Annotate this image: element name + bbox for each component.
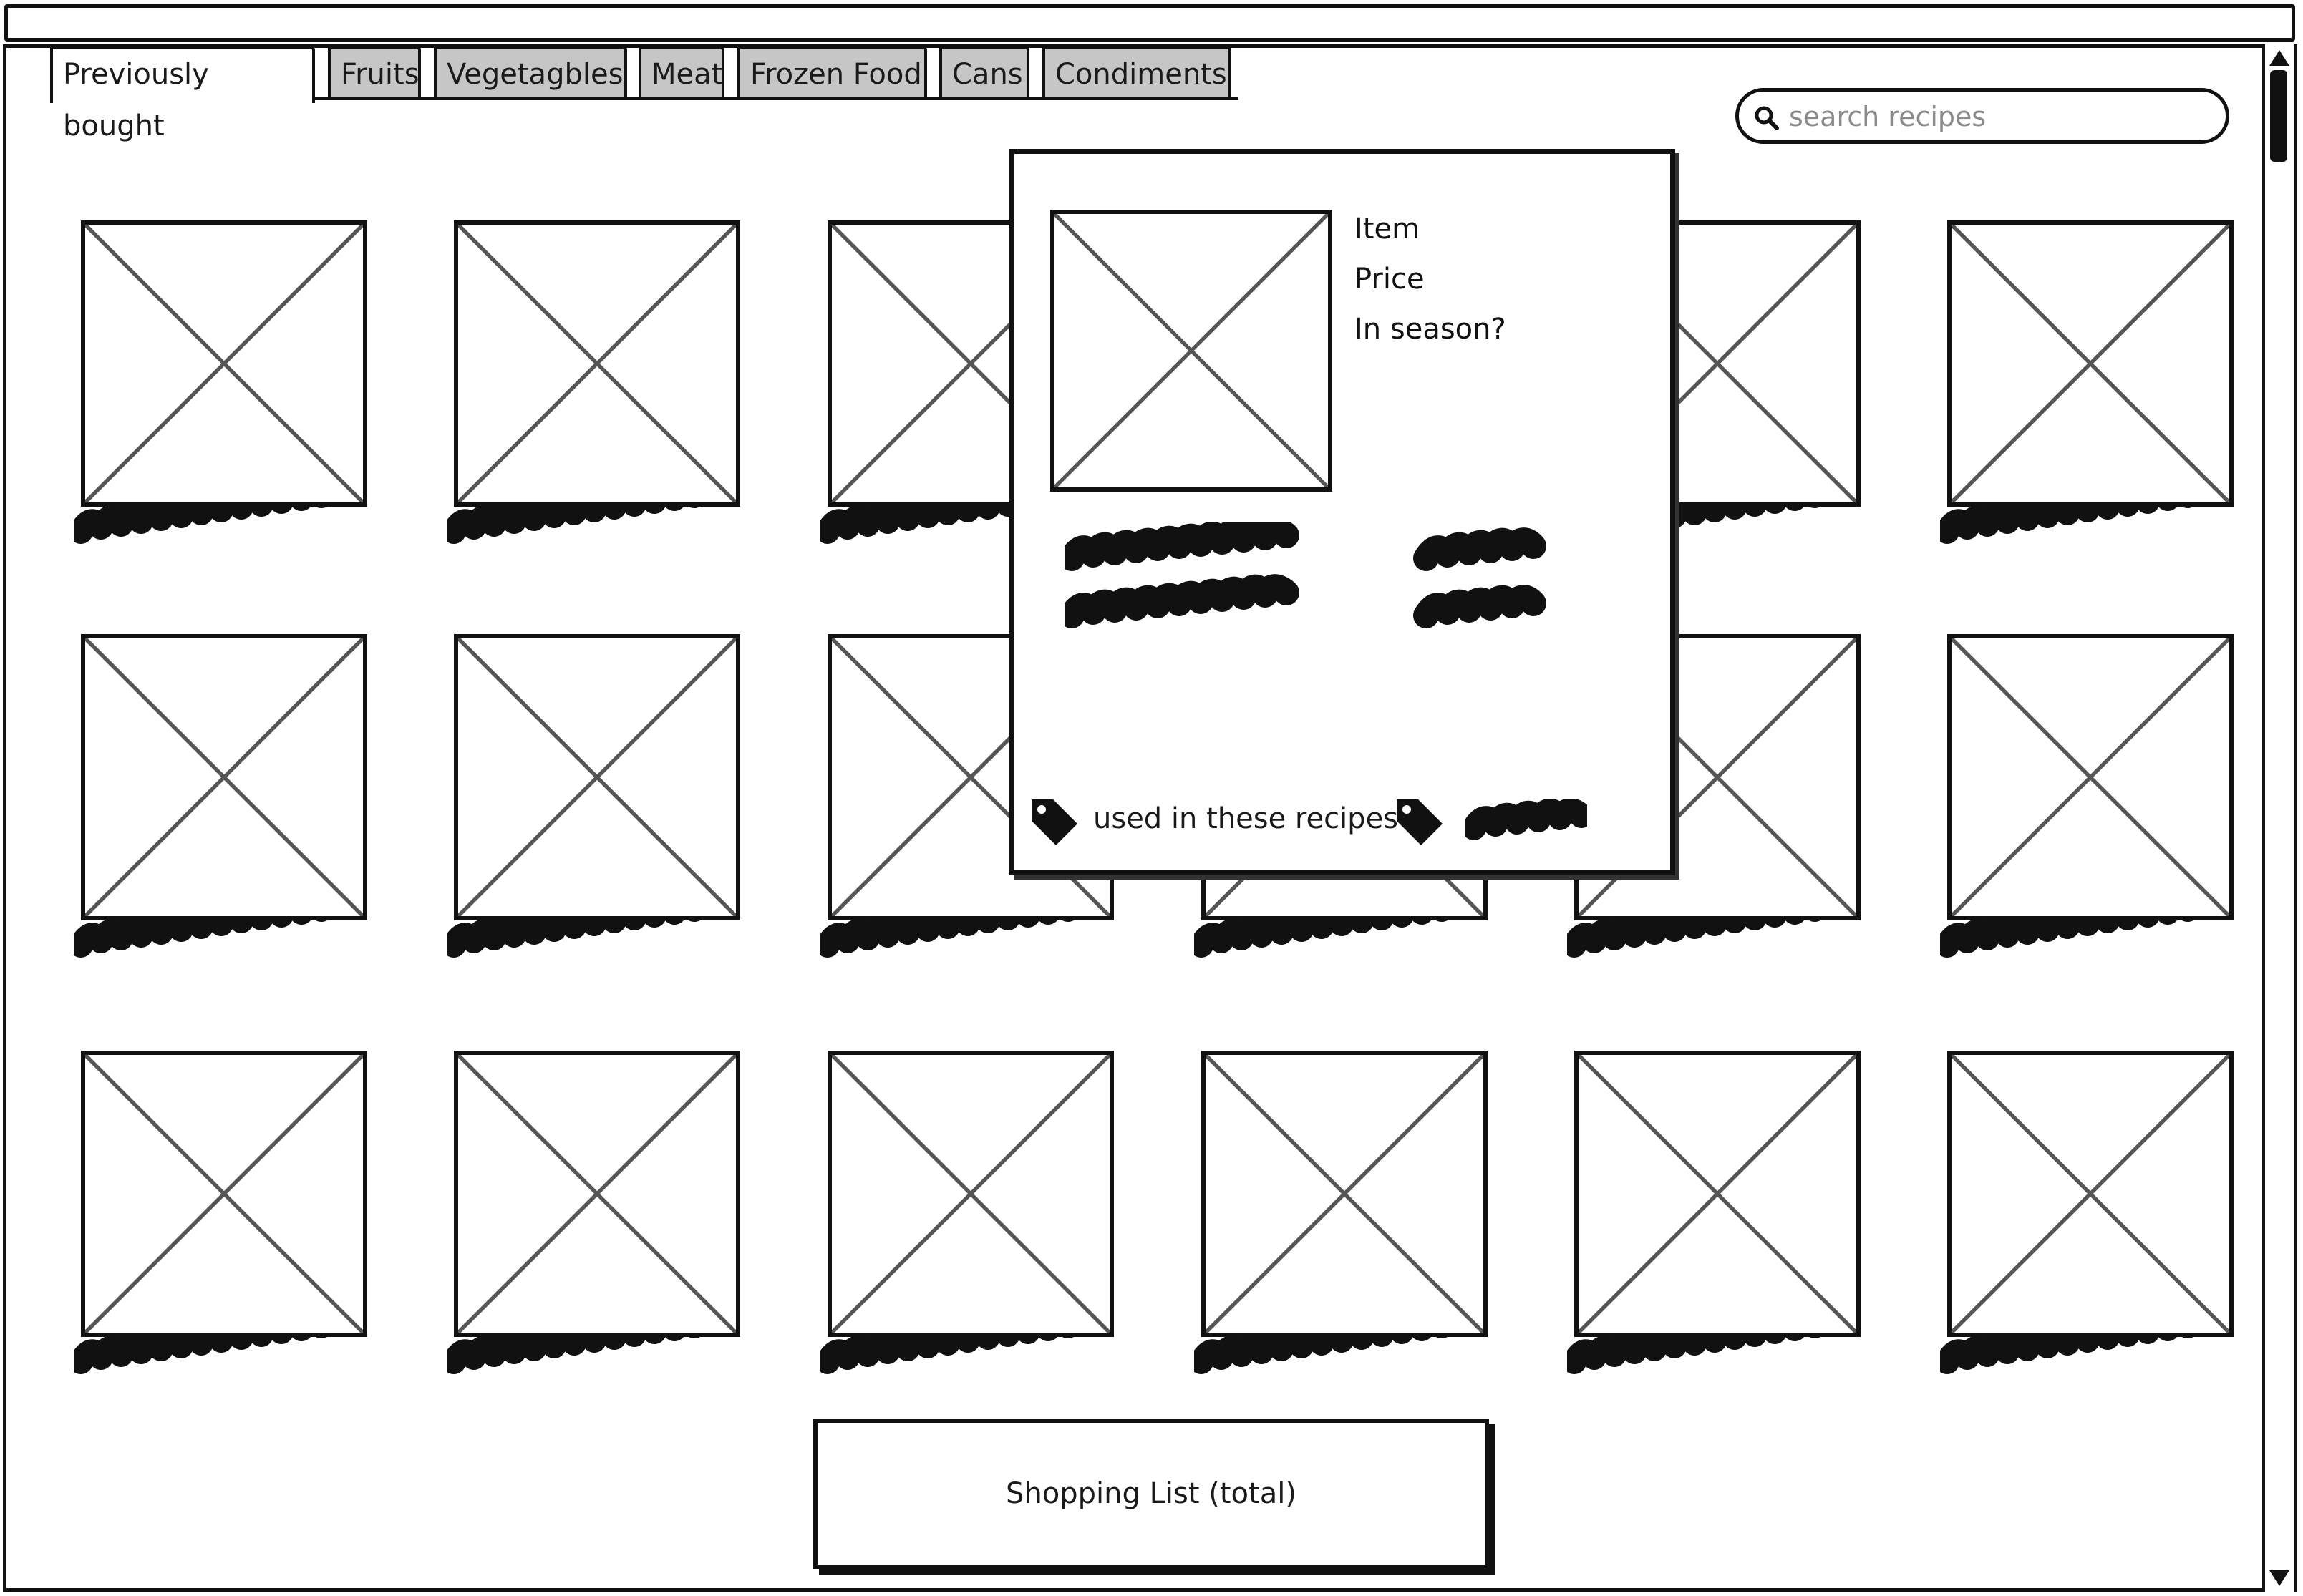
item-price-label: Price [1354, 263, 1425, 296]
product-tile[interactable] [454, 1051, 740, 1337]
product-tile[interactable] [454, 634, 740, 920]
product-tile[interactable] [1947, 220, 2234, 507]
product-tile[interactable] [1947, 1051, 2234, 1337]
product-name-text [74, 507, 327, 544]
tab-label: Previously bought [63, 58, 209, 142]
product-name-text [447, 1337, 700, 1374]
tab-cans[interactable]: Cans [939, 46, 1029, 100]
image-placeholder-icon [458, 1055, 736, 1333]
search-box[interactable] [1735, 88, 2229, 144]
product-name-text [1940, 1337, 2193, 1374]
tab-fruits[interactable]: Fruits [328, 46, 421, 100]
tab-label: Fruits [341, 58, 420, 91]
image-placeholder-icon [1952, 1055, 2229, 1333]
image-placeholder-icon [85, 225, 363, 502]
product-name-text [1194, 1337, 1448, 1374]
image-placeholder-icon [832, 1055, 1110, 1333]
tab-frozen-food[interactable]: Frozen Food [737, 46, 927, 100]
tab-label: Meat [651, 58, 723, 91]
image-placeholder-icon [1206, 1055, 1483, 1333]
product-name-text [447, 507, 700, 544]
tab-previously-bought[interactable]: Previously bought [50, 46, 315, 142]
scroll-up-arrow-icon[interactable] [2268, 49, 2291, 67]
tab-vegetagbles[interactable]: Vegetagbles [434, 46, 627, 100]
product-tile[interactable] [81, 634, 367, 920]
item-detail-popup: Item Price In season? used in these reci… [1009, 149, 1675, 875]
tag-icon [1032, 799, 1077, 845]
product-name-text [820, 1337, 1074, 1374]
item-image [1050, 210, 1332, 492]
tab-meat[interactable]: Meat [639, 46, 724, 100]
recipes-footer: used in these recipes [1029, 791, 1666, 855]
product-tile[interactable] [454, 220, 740, 507]
product-tile[interactable] [828, 1051, 1114, 1337]
search-icon [1755, 106, 1779, 130]
product-tile[interactable] [81, 1051, 367, 1337]
product-name-text [820, 507, 1074, 544]
tab-label: Frozen Food [750, 58, 922, 91]
product-tile[interactable] [81, 220, 367, 507]
item-season-label: In season? [1354, 313, 1506, 346]
product-name-text [74, 920, 327, 958]
image-placeholder-icon [85, 1055, 363, 1333]
tab-condiments[interactable]: Condiments [1042, 46, 1231, 100]
search-input[interactable] [1788, 97, 2206, 136]
product-tile[interactable] [1201, 1051, 1488, 1337]
product-tile[interactable] [1574, 1051, 1861, 1337]
image-placeholder-icon [1579, 1055, 1856, 1333]
product-name-text [820, 920, 1074, 958]
product-name-text [1940, 920, 2193, 958]
shopping-list-button[interactable]: Shopping List (total) [813, 1419, 1489, 1569]
item-description-text [1065, 522, 1546, 628]
image-placeholder-icon [1952, 638, 2229, 916]
product-name-text [1194, 920, 1448, 958]
product-name-text [1940, 507, 2193, 544]
scroll-thumb[interactable] [2270, 70, 2287, 162]
vertical-scrollbar[interactable] [2262, 44, 2294, 1592]
tab-label: Cans [952, 58, 1023, 91]
product-tile[interactable] [1947, 634, 2234, 920]
image-placeholder-icon [458, 638, 736, 916]
shopping-list-label: Shopping List (total) [1006, 1477, 1296, 1510]
product-name-text [1567, 920, 1820, 958]
image-placeholder-icon [85, 638, 363, 916]
tag-icon[interactable] [1394, 797, 1445, 848]
item-name-label: Item [1354, 213, 1420, 245]
product-name-text [1567, 1337, 1820, 1374]
image-placeholder-icon [1054, 214, 1328, 487]
title-bar [4, 4, 2295, 42]
scroll-down-arrow-icon[interactable] [2268, 1569, 2291, 1587]
tab-label: Vegetagbles [447, 58, 624, 91]
recipes-label: used in these recipes [1093, 802, 1399, 835]
product-name-text [74, 1337, 327, 1374]
tab-label: Condiments [1055, 58, 1227, 91]
recipe-link-text[interactable] [1465, 799, 1587, 850]
image-placeholder-icon [458, 225, 736, 502]
product-name-text [447, 920, 700, 958]
image-placeholder-icon [1952, 225, 2229, 502]
tab-divider [315, 97, 1238, 100]
